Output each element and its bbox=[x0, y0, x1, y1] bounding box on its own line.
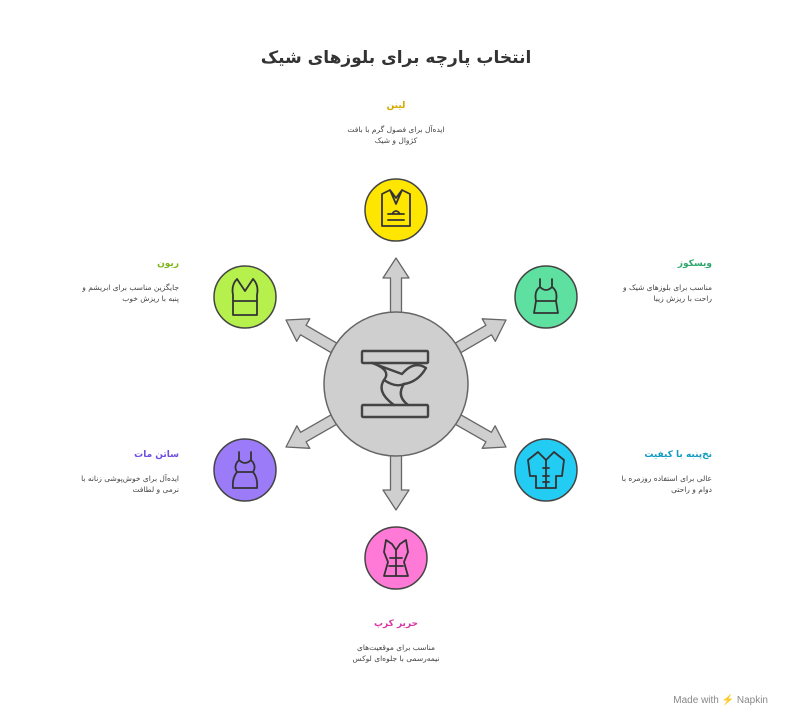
node-cotton bbox=[514, 438, 578, 502]
node-viscose bbox=[514, 265, 578, 329]
label-satin: ساتن مات ایده‌آل برای خوش‌پوشی زنانه با … bbox=[56, 450, 179, 495]
node-rayon-circle bbox=[213, 265, 277, 329]
corset-top-icon bbox=[383, 539, 409, 577]
label-cotton: نخ‌پنبه با کیفیت عالی برای استفاده روزمر… bbox=[578, 450, 712, 495]
label-crepe-title: حریر کرپ bbox=[373, 619, 419, 629]
fabric-roll-icon bbox=[360, 349, 430, 419]
label-linen-desc: ایده‌آل برای فصول گرم با بافت کژوال و شی… bbox=[347, 125, 445, 145]
label-viscose-title: ویسکوز bbox=[677, 259, 712, 269]
node-viscose-circle bbox=[514, 265, 578, 329]
node-satin bbox=[213, 438, 277, 502]
label-satin-desc: ایده‌آل برای خوش‌پوشی زنانه با نرمی و لط… bbox=[81, 474, 179, 494]
hub bbox=[323, 311, 469, 457]
v-neck-top-icon bbox=[231, 278, 259, 316]
label-linen-title: لینن bbox=[386, 101, 406, 111]
tank-top-icon bbox=[533, 278, 559, 314]
node-rayon bbox=[213, 265, 277, 329]
label-rayon-title: ریون bbox=[157, 259, 179, 269]
napkin-watermark: Made with ⚡ Napkin bbox=[673, 695, 768, 706]
label-cotton-desc: عالی برای استفاده روزمره با دوام و راحتی bbox=[621, 474, 712, 494]
node-linen-circle bbox=[364, 178, 428, 242]
label-crepe-desc: مناسب برای موقعیت‌های نیمه‌رسمی با جلوه‌… bbox=[352, 643, 440, 663]
label-linen: لینن ایده‌آل برای فصول گرم با بافت کژوال… bbox=[296, 101, 496, 146]
option-nodes bbox=[213, 178, 578, 590]
label-viscose: ویسکوز مناسب برای بلوزهای شیک و راحت با … bbox=[578, 259, 712, 304]
node-crepe bbox=[364, 526, 428, 590]
page-title: انتخاب پارچه برای بلوزهای شیک bbox=[260, 48, 532, 68]
label-crepe: حریر کرپ مناسب برای موقعیت‌های نیمه‌رسمی… bbox=[296, 619, 496, 664]
label-rayon: ریون جایگزین مناسب برای ابریشم و پنبه با… bbox=[56, 259, 179, 304]
camisole-icon bbox=[231, 451, 259, 489]
button-shirt-icon bbox=[527, 451, 565, 489]
node-satin-circle bbox=[213, 438, 277, 502]
linen-shirt-icon bbox=[381, 189, 411, 227]
label-rayon-desc: جایگزین مناسب برای ابریشم و پنبه با ریزش… bbox=[82, 283, 179, 303]
label-satin-title: ساتن مات bbox=[134, 450, 179, 460]
label-cotton-title: نخ‌پنبه با کیفیت bbox=[644, 450, 712, 460]
node-linen bbox=[364, 178, 428, 242]
label-viscose-desc: مناسب برای بلوزهای شیک و راحت با ریزش زی… bbox=[623, 283, 712, 303]
